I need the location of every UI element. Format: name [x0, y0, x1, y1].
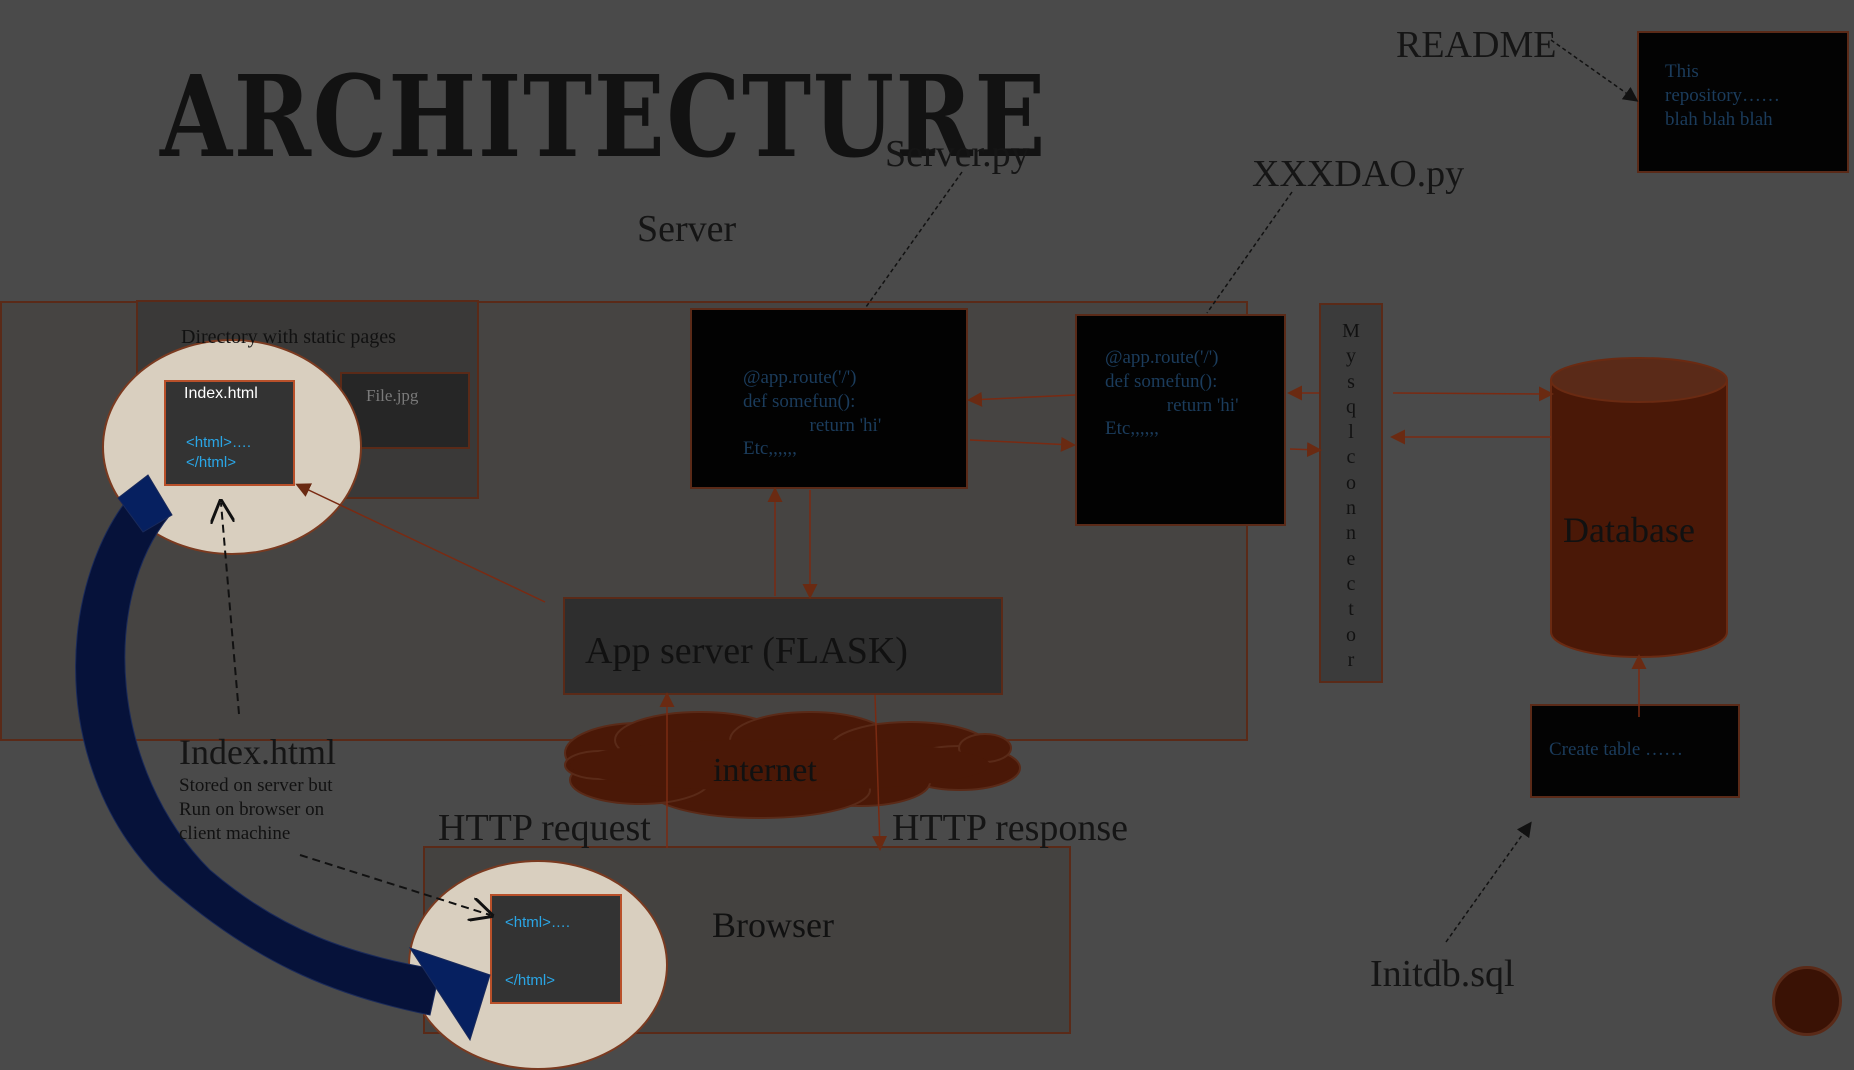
mysql-connector-box — [1319, 303, 1383, 683]
mysql-connector-letter: t — [1348, 598, 1354, 621]
readme-label: README — [1396, 24, 1557, 66]
index-html-file-box — [164, 380, 295, 486]
dao-code-box — [1075, 314, 1286, 526]
database-cylinder — [1550, 357, 1728, 658]
index-html-file-label: Index.html — [184, 385, 258, 402]
slide-title: ARCHITECTURE — [160, 52, 1047, 183]
file-jpg-label: File.jpg — [366, 386, 419, 405]
readme-callout — [1550, 39, 1639, 102]
browser-label: Browser — [712, 905, 834, 945]
arrow-app-to-static — [295, 483, 546, 603]
server-code-text: @app.route('/') def somefun(): return 'h… — [743, 367, 882, 460]
blue-arrow-tail — [117, 474, 173, 533]
mysql-connector-letter: o — [1346, 471, 1356, 494]
readme-text: This repository…… blah blah blah — [1665, 61, 1781, 130]
arrow-dao-to-server — [967, 391, 1076, 407]
create-table-box — [1530, 704, 1740, 798]
index-desc-callout-up — [221, 503, 240, 715]
arrow-response — [872, 694, 888, 851]
mysql-connector-letter: r — [1347, 648, 1355, 671]
slide-number-badge — [1772, 966, 1842, 1036]
file-jpg-box: File.jpg — [340, 372, 470, 449]
mysql-connector-letter: o — [1346, 623, 1356, 646]
mysql-connector-letter: s — [1347, 370, 1355, 393]
index-html-description: Stored on server but Run on browser on c… — [179, 775, 333, 844]
index-html-caption: Index.html — [179, 732, 336, 772]
http-request-label: HTTP request — [438, 807, 651, 849]
initdb-label: Initdb.sql — [1370, 953, 1515, 995]
browser-html-open: <html>…. — [505, 914, 571, 931]
http-response-label: HTTP response — [892, 807, 1129, 849]
server-py-label: Server.py — [885, 133, 1030, 175]
mysql-connector-letter: n — [1346, 497, 1356, 520]
app-server-label: App server (FLASK) — [585, 630, 908, 672]
xxxdao-py-label: XXXDAO.py — [1252, 153, 1465, 195]
server-label: Server — [637, 208, 737, 250]
internet-label: internet — [713, 752, 817, 789]
server-code-box — [690, 308, 968, 489]
browser-html-close: </html> — [505, 972, 556, 989]
readme-box — [1637, 31, 1849, 173]
index-desc-callout-browser — [299, 854, 490, 915]
mysql-connector-letter: c — [1346, 446, 1356, 469]
dao-code-text: @app.route('/') def somefun(): return 'h… — [1105, 347, 1239, 440]
internet-cloud — [564, 711, 1021, 819]
index-html-code: <html>…. </html> — [186, 434, 252, 471]
arrow-connector-to-db — [1392, 386, 1554, 402]
arrow-dao-to-connector — [1289, 442, 1322, 458]
blue-curved-arrow — [75, 479, 441, 1016]
app-server-box: App server (FLASK) — [563, 597, 1003, 695]
browser-html-box — [490, 894, 622, 1004]
mysql-connector-letter: l — [1348, 421, 1354, 444]
mysql-connector-letter: c — [1346, 572, 1356, 595]
mysql-connector-letter: n — [1346, 522, 1356, 545]
server-py-callout — [865, 171, 963, 308]
database-label: Database — [1563, 510, 1695, 550]
create-table-text: Create table …… — [1549, 739, 1684, 760]
mysql-connector-letter: e — [1346, 547, 1356, 570]
arrow-server-to-dao — [969, 436, 1076, 452]
xxxdao-callout — [1206, 191, 1293, 314]
mysql-connector-letter: M — [1342, 320, 1360, 342]
initdb-callout — [1445, 821, 1532, 943]
blue-arrow-head — [408, 947, 491, 1042]
static-directory-label: Directory with static pages — [181, 326, 396, 348]
mysql-connector-letter: y — [1346, 345, 1356, 368]
mysql-connector-letter: q — [1346, 395, 1356, 418]
